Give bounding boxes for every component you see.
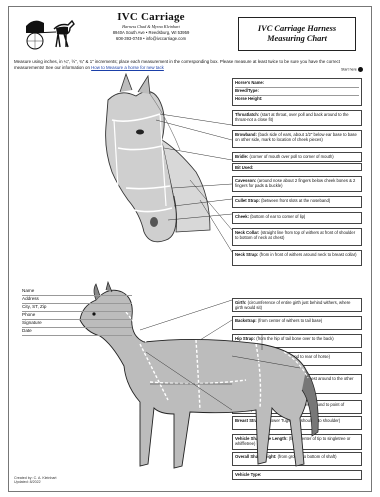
customer-field[interactable]: Name bbox=[22, 288, 132, 296]
customer-field[interactable]: City, ST, Zip bbox=[22, 304, 132, 312]
customer-info: Name Address City, ST, Zip Phone Signatu… bbox=[22, 288, 132, 336]
customer-field[interactable]: Phone bbox=[22, 312, 132, 320]
customer-field[interactable]: Date bbox=[22, 328, 132, 336]
credit-note: Created by: C. A. Kleinhart Updated: 8/2… bbox=[14, 476, 57, 484]
horse-head-illustration-icon bbox=[106, 74, 210, 242]
customer-field[interactable]: Signature bbox=[22, 320, 132, 328]
customer-field[interactable]: Address bbox=[22, 296, 132, 304]
credit-line: Updated: 8/2022 bbox=[14, 480, 57, 484]
